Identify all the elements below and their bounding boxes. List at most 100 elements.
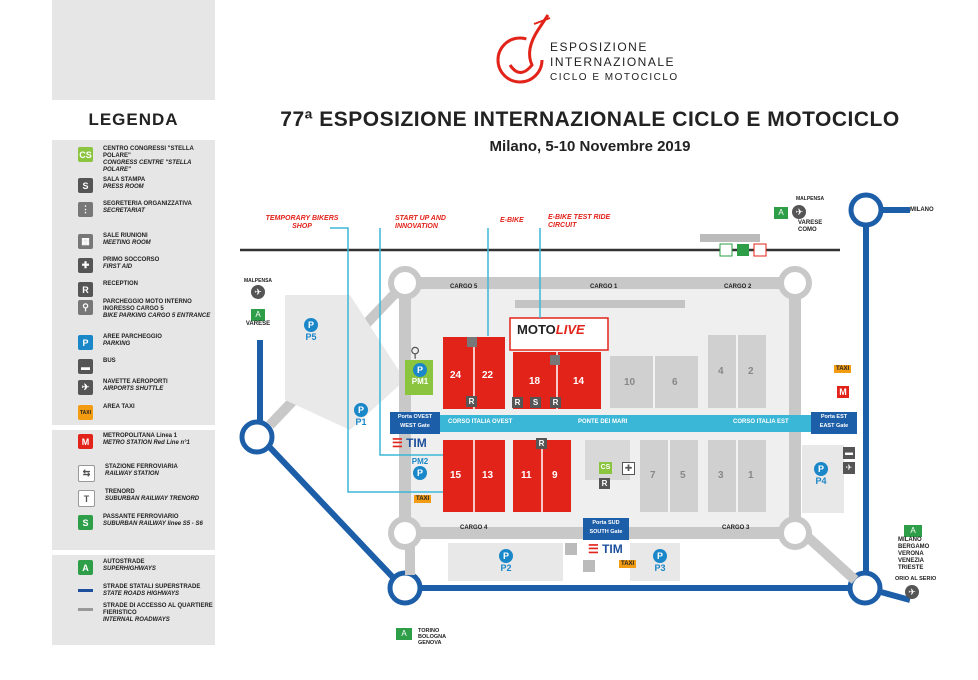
motolive-moto: MOTO [517, 322, 556, 337]
legend-label-it: SALA STAMPA [103, 177, 146, 183]
logo-line-3: CICLO E MOTOCICLO [550, 72, 679, 83]
dest-milano: MILANO [898, 537, 922, 543]
parking-lot-p5 [285, 295, 405, 430]
varese-como: VARESE COMO [798, 220, 822, 234]
west-gate-it: Porta OVEST [397, 414, 433, 420]
parking-p4[interactable]: P P4 [813, 462, 829, 486]
legend-label-it: AUTOSTRADE [103, 559, 145, 565]
reception-icon: R [599, 478, 610, 489]
tim-logo-south: ☰ TIM [588, 542, 623, 556]
pavilion-4: 4 [718, 366, 724, 377]
east-gate-it: Porta EST [820, 414, 848, 420]
legend-icon: R [78, 282, 93, 297]
legend-icon: ✈ [78, 380, 93, 395]
parking-icon: P [354, 403, 368, 417]
parking-pm1[interactable]: P PM1 [407, 363, 433, 386]
tim-logo-west: ☰ TIM [392, 436, 427, 450]
legend-icon: ▦ [78, 234, 93, 249]
taxi-area-east: TAXI [834, 365, 852, 373]
legend-icon: S [78, 178, 93, 193]
legend-icon [78, 608, 93, 611]
pavilion-3: 3 [718, 470, 724, 481]
service-strip [515, 300, 685, 308]
legend-label-it: STRADE STATALI SUPERSTRADE [103, 584, 201, 590]
south-gate-box [583, 518, 629, 540]
roundabout-northeast [848, 192, 884, 228]
legend-label-it: NAVETTE AEROPORTI [103, 379, 168, 385]
cargo-4-label: CARGO 4 [460, 525, 488, 531]
legend-label-it: SALE RIUNIONI [103, 233, 148, 239]
pavilion-9: 9 [552, 470, 558, 481]
parking-icon: P [304, 318, 318, 332]
legend-text: PARCHEGGIO MOTO INTERNO INGRESSO CARGO 5… [103, 299, 213, 320]
legend-icon: TAXI [78, 405, 93, 420]
malpensa-ne-label: MALPENSA [796, 196, 825, 202]
parking-pm2[interactable]: PM2 P [407, 457, 433, 480]
legend-label-it: AREE PARCHEGGIO [103, 334, 162, 340]
legend-item: TAXI AREA TAXI [78, 404, 213, 420]
parking-p2[interactable]: P P2 [498, 549, 514, 573]
callout-ebike-test-ride: E-BIKE TEST RIDE CIRCUIT [548, 214, 611, 229]
milano-east-destinations: A MILANO BERGAMO VERONA VENEZIA TRIESTE [898, 525, 958, 572]
orio-label: ORIO AL SERIO [895, 576, 937, 582]
legend-label-en: SUBURBAN RAILWAY TRENORD [105, 496, 200, 502]
pavilion-24: 24 [450, 370, 462, 381]
parking-p5-label: P5 [305, 332, 317, 342]
pavilion-22: 22 [482, 370, 494, 381]
logo-line-1: ESPOSIZIONE [550, 40, 648, 54]
legend-icon: A [78, 560, 93, 575]
legend-icon: ⋮ [78, 202, 93, 217]
legend-icon: ▬ [78, 359, 93, 374]
legend-text: AREA TAXI [103, 404, 135, 411]
press-room-icon: S [530, 397, 541, 408]
legend-text: BUS [103, 358, 116, 365]
cargo-1-label: CARGO 1 [590, 284, 618, 290]
tim-text-west: TIM [406, 436, 427, 450]
legend-label-it: METROPOLITANA Linea 1 [103, 433, 178, 439]
corner-roundabout-ne [778, 266, 812, 300]
legend-label-en: SECRETARIAT [103, 208, 145, 214]
pavilion-6: 6 [672, 377, 678, 388]
parking-p5[interactable]: P P5 [303, 318, 319, 342]
legend-title: LEGENDA [88, 110, 179, 129]
legend-icon: T [78, 490, 95, 507]
corner-roundabout-sw [388, 516, 422, 550]
east-gate: Porta EST EAST Gate [811, 413, 857, 431]
legend-label-it: PRIMO SOCCORSO [103, 257, 160, 263]
legend-label-en: PRESS ROOM [103, 184, 144, 190]
south-gate-it: Porta SUD [592, 520, 620, 526]
roundabout-west [239, 419, 275, 455]
parking-icon: P [413, 363, 427, 377]
parking-icon: P [653, 549, 667, 563]
motolive-logo: MOTOLIVE [517, 322, 585, 337]
west-gate-box [390, 412, 440, 434]
corner-roundabout-nw [388, 266, 422, 300]
legend-icon: ⚲ [78, 300, 93, 315]
como-label: COMO [798, 227, 817, 233]
reception-icon: R [466, 396, 477, 407]
legend-label-it: PARCHEGGIO MOTO INTERNO INGRESSO CARGO 5 [103, 299, 192, 312]
legend-label-it: TRENORD [105, 489, 135, 495]
dest-genova: GENOVA [418, 640, 442, 646]
legend-label-en: FIRST AID [103, 264, 133, 270]
legend-text: STRADE DI ACCESSO AL QUARTIERE FIERISTIC… [103, 603, 213, 624]
taxi-area-south: TAXI [619, 560, 637, 568]
building-small-2 [583, 560, 595, 572]
parking-p1[interactable]: P P1 [353, 403, 369, 427]
legend-label-it: PASSANTE FERROVIARIO [103, 514, 179, 520]
parking-p3[interactable]: P P3 [652, 549, 668, 573]
railway-station-icons [719, 243, 767, 257]
cargo-5-label: CARGO 5 [450, 284, 478, 290]
